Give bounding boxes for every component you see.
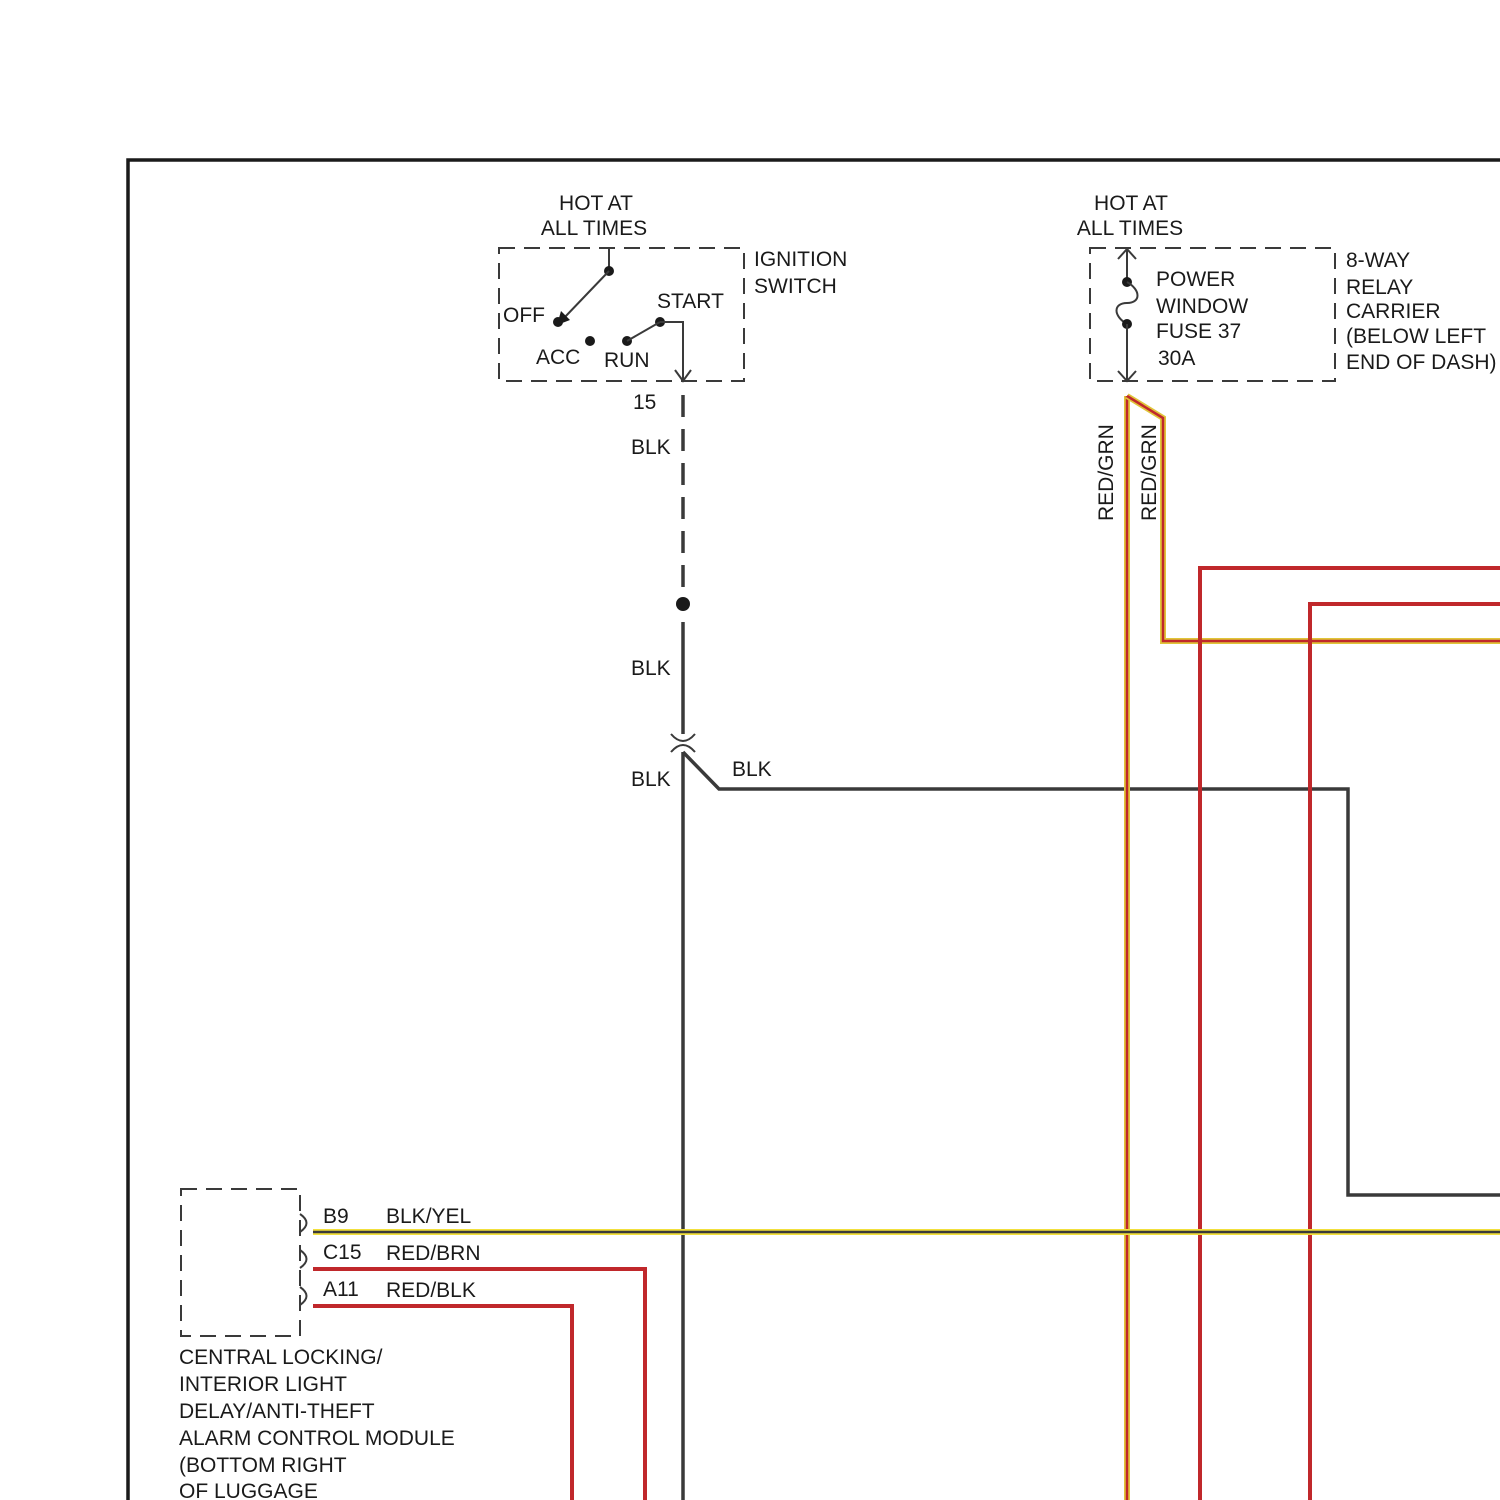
fuse-hot-label-1: HOT AT xyxy=(1094,192,1168,215)
ignition-name-1: IGNITION xyxy=(754,248,847,271)
fuse-label-1: POWER xyxy=(1156,268,1235,291)
red-wires-right xyxy=(1200,568,1500,1500)
blk-connector-male xyxy=(671,745,695,752)
ignition-pos-start: START xyxy=(657,290,724,313)
ignition-pos-off: OFF xyxy=(503,304,545,327)
red-grn-wires: RED/GRN RED/GRN xyxy=(1095,396,1500,1500)
ignition-terminal-15: 15 xyxy=(633,391,656,414)
ignition-output-lead xyxy=(660,322,683,380)
ignition-hot-label-2: ALL TIMES xyxy=(541,217,647,240)
relay-carrier: HOT AT ALL TIMES POWER WINDOW FUSE 37 30… xyxy=(1077,192,1497,381)
ignition-switch-arm xyxy=(564,271,609,318)
red-grn-label-a: RED/GRN xyxy=(1095,424,1118,521)
fuse-element xyxy=(1117,282,1138,324)
fuse-label-4: 30A xyxy=(1158,347,1195,370)
control-module-box xyxy=(181,1189,300,1336)
relay-name-3: CARRIER xyxy=(1346,300,1441,323)
ignition-pos-acc: ACC xyxy=(536,346,580,369)
blk-label-upper: BLK xyxy=(631,436,671,459)
ignition-acc-contact xyxy=(585,336,595,346)
red-brn-wire xyxy=(313,1269,645,1500)
relay-name-1: 8-WAY xyxy=(1346,249,1410,272)
wire-blk-yel-label: BLK/YEL xyxy=(386,1205,471,1228)
blk-label-middle: BLK xyxy=(631,657,671,680)
relay-name-4: (BELOW LEFT xyxy=(1346,325,1486,348)
module-name-5: (BOTTOM RIGHT xyxy=(179,1454,347,1477)
red-grn-label-b: RED/GRN xyxy=(1138,424,1161,521)
blk-wire-branch xyxy=(683,752,1500,1195)
fuse-label-3: FUSE 37 xyxy=(1156,320,1241,343)
pin-a11-label: A11 xyxy=(323,1278,359,1301)
red-wire-upper xyxy=(1200,568,1500,1500)
blk-circuit: BLK BLK BLK BLK xyxy=(631,395,1500,1500)
blk-label-lower: BLK xyxy=(631,768,671,791)
module-name-1: CENTRAL LOCKING/ xyxy=(179,1346,383,1369)
module-name-3: DELAY/ANTI-THEFT xyxy=(179,1400,375,1423)
blk-splice-dot xyxy=(676,597,690,611)
module-name-6: OF LUGGAGE xyxy=(179,1480,318,1500)
fuse-label-2: WINDOW xyxy=(1156,295,1248,318)
blk-label-branch: BLK xyxy=(732,758,772,781)
control-module: B9 BLK/YEL C15 RED/BRN A11 RED/BLK CENTR… xyxy=(179,1189,1500,1500)
wire-red-blk-label: RED/BLK xyxy=(386,1279,476,1302)
module-name-2: INTERIOR LIGHT xyxy=(179,1373,347,1396)
ignition-hot-label-1: HOT AT xyxy=(559,192,633,215)
relay-name-5: END OF DASH) xyxy=(1346,351,1497,374)
fuse-hot-label-2: ALL TIMES xyxy=(1077,217,1183,240)
relay-name-2: RELAY xyxy=(1346,276,1413,299)
ignition-off-contact xyxy=(553,317,563,327)
wire-red-brn-label: RED/BRN xyxy=(386,1242,481,1265)
pin-b9-label: B9 xyxy=(323,1205,349,1228)
ignition-pos-run: RUN xyxy=(604,349,650,372)
red-wire-lower xyxy=(1310,604,1500,1500)
ignition-run-start-link xyxy=(627,322,660,341)
ignition-name-2: SWITCH xyxy=(754,275,837,298)
pin-c15-label: C15 xyxy=(323,1241,362,1264)
ignition-switch: HOT AT ALL TIMES IGNITION SWITCH OFF ACC… xyxy=(499,192,847,414)
blk-connector-female xyxy=(671,734,695,741)
module-name-4: ALARM CONTROL MODULE xyxy=(179,1427,455,1450)
